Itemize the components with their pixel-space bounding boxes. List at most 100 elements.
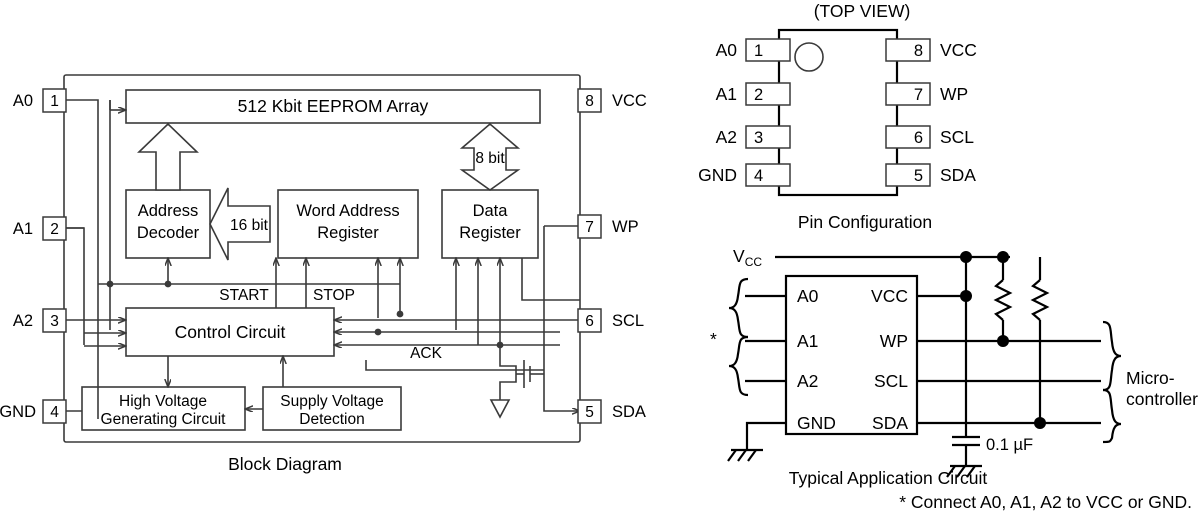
block-high-voltage-label-1: High Voltage (119, 393, 207, 410)
app-pin-wp-label: WP (880, 331, 908, 351)
pinconf-name-right-5: SDA (940, 165, 976, 185)
block-eeprom-array-label: 512 Kbit EEPROM Array (238, 96, 429, 116)
pin-configuration-diagram: (TOP VIEW) 1 A0 2 A1 3 A2 4 GND 8 VCC 7 … (698, 1, 977, 232)
block-diagram-wiring: START STOP ACK (64, 99, 580, 419)
pinconf-pad-right-6 (885, 125, 931, 149)
address-pins-brace (728, 277, 749, 339)
block-diagram-caption: Block Diagram (228, 454, 342, 474)
block-diagram-pins-right: 8 VCC 7 WP 6 SCL 5 SDA (577, 88, 647, 424)
junction-dot (960, 290, 972, 302)
microcontroller-brace-upper (1102, 320, 1122, 392)
pinconf-name-left-4: GND (698, 165, 737, 185)
junction-dot (396, 310, 404, 318)
app-pin-scl-label: SCL (874, 371, 908, 391)
block-address-decoder-label-1: Address (138, 202, 199, 220)
block-word-address-register (277, 189, 419, 259)
application-circuit-diagram: VCC A0 A1 A2 GND VCC WP SCL SDA * (710, 246, 1198, 512)
pin-name-left-3: A2 (13, 312, 33, 330)
pin-box-right-6 (577, 308, 602, 333)
pinconf-name-left-3: A2 (716, 127, 737, 147)
pinconf-pad-right-8 (885, 38, 931, 62)
top-view-label: (TOP VIEW) (814, 1, 911, 21)
pin-name-right-7: WP (612, 218, 639, 236)
pin-box-right-5 (577, 399, 602, 424)
block-supply-voltage-label-2: Detection (299, 411, 364, 428)
pinconf-pad-left-4 (745, 163, 791, 187)
signal-label-ack: ACK (410, 345, 443, 362)
pin-num-right-7: 7 (585, 219, 594, 236)
block-data-register-label-2: Register (459, 224, 521, 242)
junction-dot (960, 251, 972, 263)
pinconf-pins-right: 8 VCC 7 WP 6 SCL 5 SDA (885, 38, 977, 187)
block-address-decoder-label-2: Decoder (137, 224, 200, 242)
block-diagram: 512 Kbit EEPROM Array Address Decoder 1 6… (0, 74, 647, 474)
asterisk-marker: * (710, 329, 717, 349)
pinconf-pad-left-1 (745, 38, 791, 62)
pin-box-left-2 (42, 216, 67, 241)
decoder-to-array-arrow (137, 122, 199, 191)
app-pin-vcc-label: VCC (871, 286, 908, 306)
pinconf-num-right-8: 8 (914, 42, 923, 60)
pinconf-pad-right-7 (885, 82, 931, 106)
pinconf-pad-left-3 (745, 125, 791, 149)
pin-num-left-1: 1 (50, 93, 59, 110)
pinconf-pins-left: 1 A0 2 A1 3 A2 4 GND (698, 38, 791, 187)
pinconf-name-right-8: VCC (940, 40, 977, 60)
pin-box-left-1 (42, 88, 67, 113)
application-circuit-caption: Typical Application Circuit (789, 468, 988, 488)
pin-num-right-8: 8 (585, 93, 594, 110)
junction-dot (997, 251, 1009, 263)
signal-label-stop: STOP (313, 287, 355, 304)
ground-symbol-icon (727, 448, 763, 462)
pin-configuration-caption: Pin Configuration (798, 212, 932, 232)
app-pin-gnd-label: GND (797, 413, 836, 433)
data-bus-arrow (459, 122, 521, 191)
pinconf-num-left-3: 3 (754, 129, 763, 147)
pin-box-right-7 (577, 214, 602, 239)
block-data-register (441, 189, 539, 259)
microcontroller-label-1: Micro- (1126, 368, 1175, 388)
pinconf-name-right-7: WP (940, 84, 968, 104)
block-address-decoder (125, 189, 211, 259)
pin-box-left-4 (42, 399, 67, 424)
pin1-dot-marker-icon (794, 42, 824, 72)
ground-symbol-icon-2 (946, 464, 982, 478)
pin-num-left-3: 3 (50, 313, 59, 330)
block-word-address-register-label-2: Register (317, 224, 379, 242)
pinconf-name-right-6: SCL (940, 127, 974, 147)
app-pin-a0-label: A0 (797, 286, 819, 306)
pinconf-num-right-7: 7 (914, 86, 923, 104)
pinconf-num-left-4: 4 (754, 167, 763, 185)
block-high-voltage-label-2: Generating Circuit (101, 411, 227, 428)
gnd-wire (745, 421, 786, 450)
vcc-rail-label: VCC (733, 246, 762, 269)
app-pin-a1-label: A1 (797, 331, 818, 351)
pinconf-num-right-6: 6 (914, 129, 923, 147)
pin-box-right-8 (577, 88, 602, 113)
app-pin-a2-label: A2 (797, 371, 818, 391)
block-data-register-label-1: Data (473, 202, 509, 220)
block-control-circuit (125, 307, 335, 357)
block-control-circuit-label: Control Circuit (175, 322, 286, 342)
pin-box-left-3 (42, 308, 67, 333)
pin-num-right-6: 6 (585, 313, 594, 330)
pin-name-right-5: SDA (612, 403, 646, 421)
address-bus-arrow (209, 187, 271, 261)
pin-name-left-4: GND (0, 403, 36, 421)
junction-dot (997, 335, 1009, 347)
pinconf-pad-right-5 (885, 163, 931, 187)
pin-num-left-2: 2 (50, 221, 59, 238)
pinconf-pad-left-2 (745, 82, 791, 106)
data-bus-label: 8 bit (475, 150, 505, 167)
block-word-address-register-label-1: Word Address (296, 202, 399, 220)
capacitor-value-label: 0.1 µF (986, 436, 1033, 454)
block-high-voltage-generating-circuit (81, 386, 246, 431)
pin-num-left-4: 4 (50, 404, 59, 421)
pinconf-num-left-1: 1 (754, 42, 763, 60)
block-diagram-pins-left: 1 A0 2 A1 3 A2 4 GND (0, 88, 67, 424)
block-supply-voltage-label-1: Supply Voltage (280, 393, 383, 410)
signal-label-start: START (219, 287, 269, 304)
chip-outline (63, 74, 581, 443)
microcontroller-brace-lower (1102, 388, 1122, 444)
